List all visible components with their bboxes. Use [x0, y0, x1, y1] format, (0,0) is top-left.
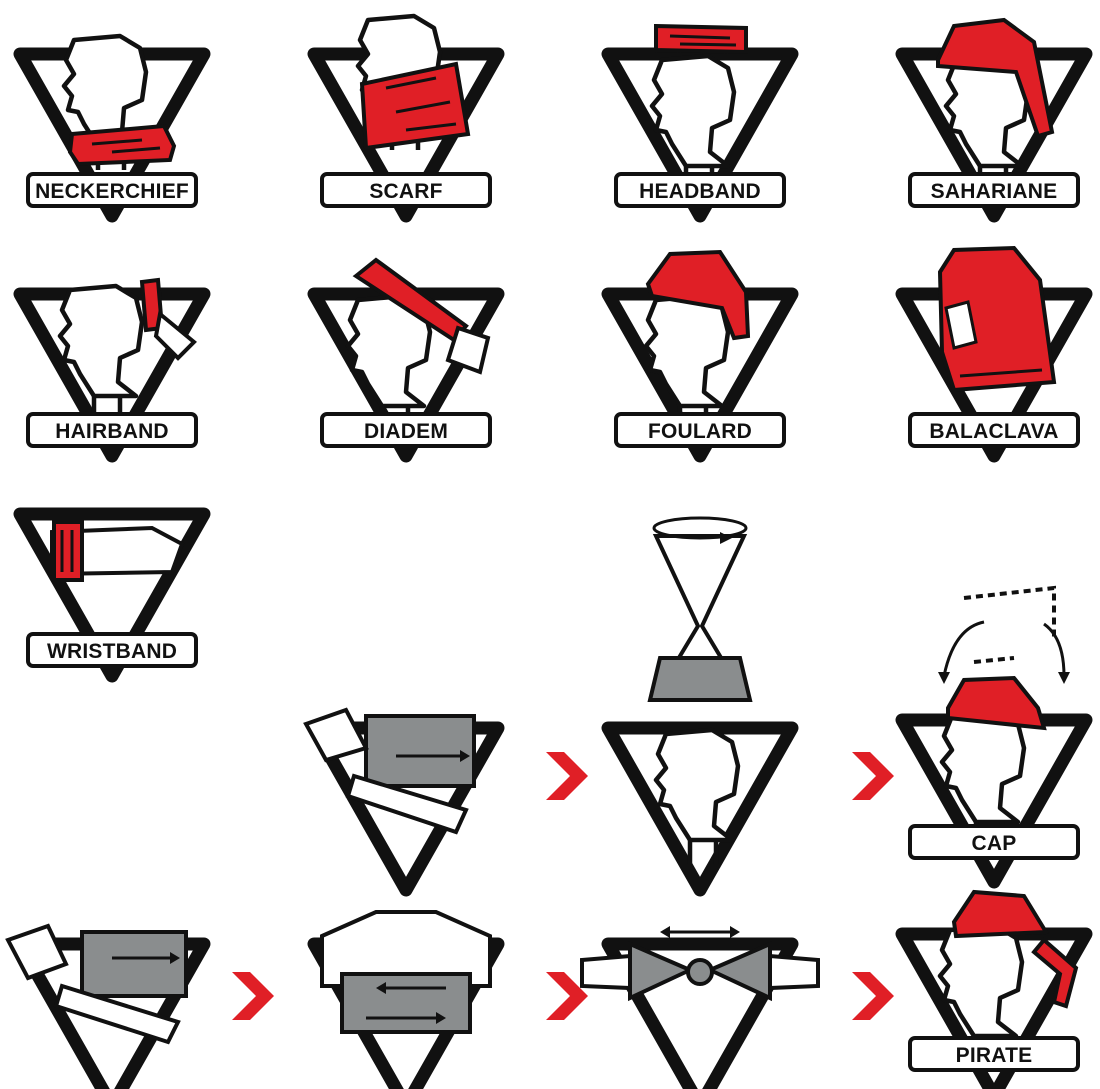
- tile-scarf: SCARF: [314, 16, 498, 216]
- label-box: [614, 172, 786, 208]
- label-box: [908, 824, 1080, 860]
- pirate-step-wrap: [314, 910, 498, 1089]
- label-cap: CAP: [972, 832, 1017, 855]
- label-headband: HEADBAND: [639, 180, 761, 203]
- label-box: [320, 412, 492, 448]
- label-foulard: FOULARD: [648, 420, 752, 443]
- label-sahariane: SAHARIANE: [931, 180, 1058, 203]
- label-box: [26, 412, 198, 448]
- tile-balaclava: BALACLAVA: [902, 245, 1086, 456]
- tile-neckerchief: NECKERCHIEF: [20, 36, 204, 216]
- label-neckerchief: NECKERCHIEF: [35, 180, 189, 203]
- tile-hairband: HAIRBAND: [20, 277, 204, 456]
- tile-sahariane: SAHARIANE: [902, 17, 1086, 216]
- chevron-right-icon: [546, 752, 588, 800]
- pirate-step-tie: [580, 926, 820, 1089]
- rotate-arrow-icon: [652, 516, 748, 540]
- chevron-right-icon: [852, 972, 894, 1020]
- label-box: [908, 1036, 1080, 1072]
- chevron-right-icon: [852, 752, 894, 800]
- flip-arrows-icon: [660, 926, 740, 938]
- cap-step-fold: [303, 707, 498, 890]
- tile-foulard: FOULARD: [608, 249, 792, 456]
- label-box: [26, 172, 198, 208]
- label-wristband: WRISTBAND: [47, 640, 177, 663]
- tile-pirate: PIRATE: [902, 889, 1086, 1089]
- label-box: [26, 632, 198, 668]
- label-box: [614, 412, 786, 448]
- label-balaclava: BALACLAVA: [929, 420, 1058, 443]
- label-diadem: DIADEM: [364, 420, 448, 443]
- label-box: [908, 412, 1080, 448]
- tile-wristband: WRISTBAND: [20, 514, 204, 676]
- label-pirate: PIRATE: [956, 1044, 1033, 1067]
- cap-step-twist: [608, 516, 792, 890]
- label-scarf: SCARF: [369, 180, 442, 203]
- label-hairband: HAIRBAND: [55, 420, 169, 443]
- label-box: [908, 172, 1080, 208]
- tile-cap: CAP: [902, 585, 1086, 882]
- tile-headband: HEADBAND: [608, 23, 792, 216]
- pirate-step-fold: [5, 923, 204, 1089]
- tile-diadem: DIADEM: [314, 257, 498, 456]
- label-box: [320, 172, 492, 208]
- chevron-right-icon: [232, 972, 274, 1020]
